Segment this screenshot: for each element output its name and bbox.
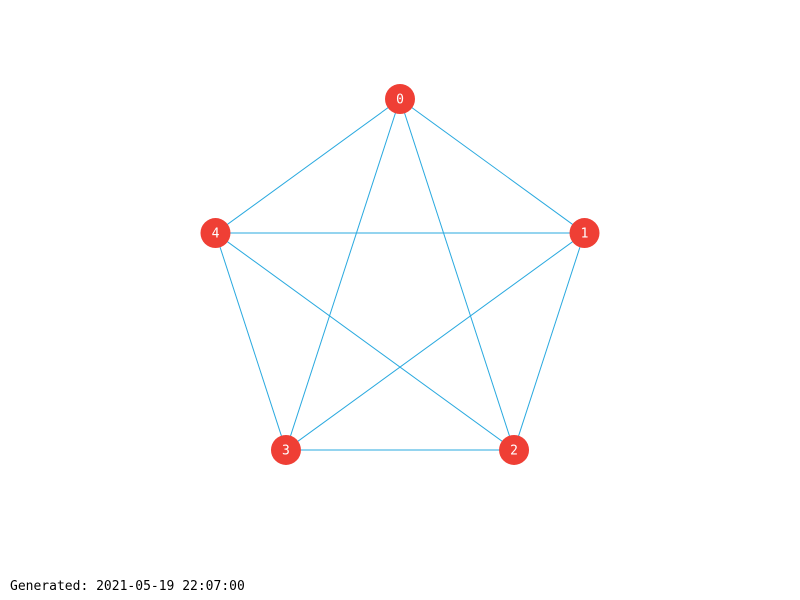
edge-1-2 (513, 232, 585, 451)
edge-3-4 (215, 232, 287, 451)
node-circle (200, 218, 231, 249)
node-label: 1 (581, 227, 589, 242)
edge-0-2 (399, 98, 515, 451)
node-1: 1 (569, 218, 600, 249)
edge-group (215, 98, 585, 451)
node-0: 0 (385, 84, 415, 114)
node-label: 4 (212, 227, 220, 242)
edge-2-4 (215, 232, 515, 451)
generated-timestamp: Generated: 2021-05-19 22:07:00 (10, 579, 245, 594)
node-group: 0 1 2 3 4 (200, 84, 600, 465)
generated-value: 2021-05-19 22:07:00 (96, 579, 245, 594)
node-label: 0 (396, 93, 404, 108)
edge-0-4 (215, 98, 401, 234)
node-circle (385, 84, 415, 114)
node-label: 2 (510, 443, 518, 458)
generated-label: Generated: (10, 579, 89, 594)
node-circle (569, 218, 600, 249)
node-circle (270, 434, 301, 465)
node-label: 3 (282, 443, 290, 458)
edge-1-3 (285, 232, 585, 451)
node-2: 2 (499, 434, 530, 465)
edge-0-1 (399, 98, 585, 234)
edge-0-3 (285, 98, 401, 451)
node-4: 4 (200, 218, 231, 249)
node-circle (499, 434, 530, 465)
node-3: 3 (270, 434, 301, 465)
